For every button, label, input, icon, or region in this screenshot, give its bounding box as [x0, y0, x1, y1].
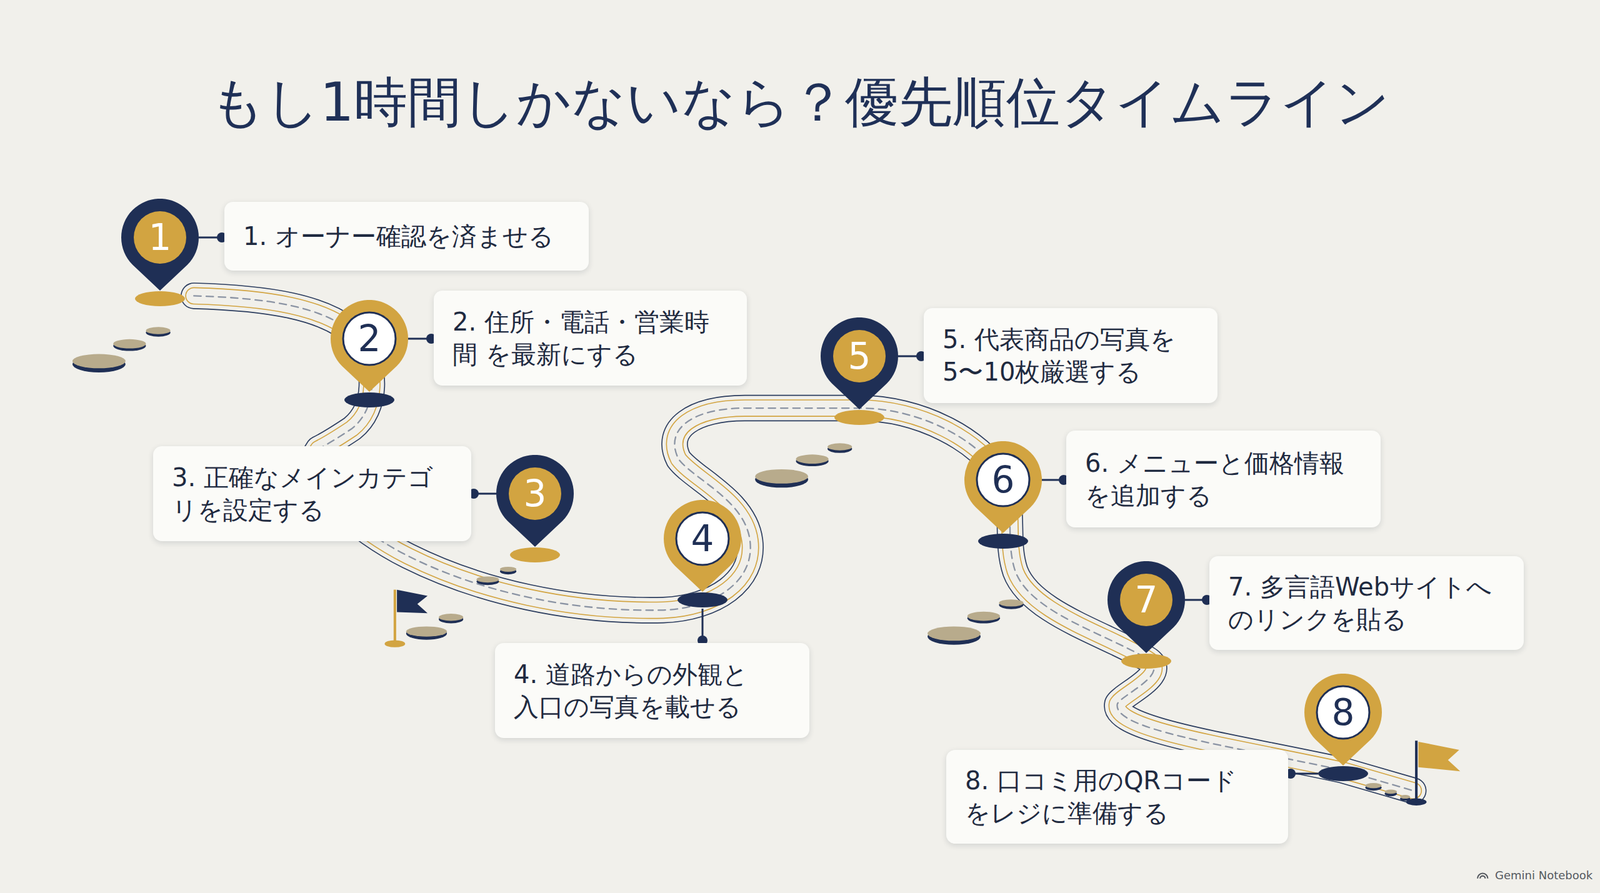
step-box: 4. 道路からの外観と 入口の写真を載せる	[495, 643, 810, 739]
pin-circle	[833, 330, 886, 383]
step-number: 7	[1120, 573, 1173, 627]
step-box: 5. 代表商品の写真を 5〜10枚厳選する	[923, 308, 1218, 404]
finish-flag	[1406, 740, 1461, 806]
step-box: 6. メニューと価格情報 を追加する	[1066, 430, 1381, 528]
watermark: Gemini Notebook	[1495, 868, 1593, 884]
step-number: 8	[1316, 686, 1370, 739]
step-box: 2. 住所・電話・営業時 間 を最新にする	[433, 290, 747, 386]
step-number: 1	[133, 211, 187, 264]
map-pin: 7	[1107, 561, 1185, 670]
map-pin: 2	[330, 300, 409, 409]
pin-circle	[976, 453, 1030, 507]
map-pin: 1	[121, 198, 199, 308]
step-text: 6. メニューと価格情報 を追加する	[1085, 446, 1365, 512]
step-box: 1. オーナー確認を済ませる	[224, 201, 589, 271]
map-pin: 5	[820, 317, 899, 427]
pin-body	[1304, 673, 1382, 766]
leader-line	[471, 493, 497, 495]
step-number: 6	[976, 453, 1030, 507]
diagram-title: もし1時間しかないなら？優先順位タイムライン	[0, 67, 1600, 137]
map-pin: 8	[1304, 673, 1382, 783]
pin-circle	[343, 312, 396, 365]
step-text: 4. 道路からの外観と 入口の写真を載せる	[513, 658, 794, 724]
pin-body	[964, 441, 1042, 534]
pin-shadow	[834, 410, 885, 425]
pin-circle	[1316, 686, 1370, 739]
step-text: 8. 口コミ用のQRコード をレジに準備する	[965, 764, 1272, 830]
leader-line	[198, 236, 225, 239]
step-text: 7. 多言語Webサイトへ のリンクを貼る	[1228, 570, 1508, 636]
pin-circle	[1120, 573, 1173, 627]
leader-line	[1041, 479, 1067, 482]
step-box: 8. 口コミ用のQRコード をレジに準備する	[946, 750, 1289, 844]
pin-shadow	[344, 392, 395, 408]
leader-line	[701, 608, 704, 644]
pin-body	[496, 455, 574, 547]
step-text: 3. 正確なメインカテゴ リを設定する	[171, 461, 455, 527]
pin-body	[121, 198, 199, 291]
pin-shadow	[135, 291, 185, 307]
leader-line	[898, 355, 924, 358]
step-text: 1. オーナー確認を済ませる	[243, 220, 554, 253]
map-pin: 4	[663, 500, 742, 609]
pin-body	[663, 500, 742, 592]
watermark-icon	[1477, 873, 1488, 879]
winding-road	[193, 295, 1414, 791]
pin-shadow	[1121, 653, 1172, 669]
pin-body	[1107, 561, 1185, 654]
leader-line	[1288, 773, 1319, 775]
step-number: 3	[508, 467, 562, 520]
map-pin: 6	[964, 441, 1042, 550]
pin-circle	[133, 211, 187, 264]
pin-body	[330, 300, 409, 392]
step-number: 4	[676, 512, 729, 565]
map-pin: 3	[496, 455, 574, 564]
step-number: 2	[343, 312, 396, 365]
start-flag	[385, 590, 429, 648]
step-text: 2. 住所・電話・営業時 間 を最新にする	[452, 305, 731, 371]
pin-body	[820, 317, 899, 410]
step-number: 5	[833, 330, 886, 383]
pin-circle	[508, 467, 562, 520]
pin-shadow	[1318, 766, 1369, 782]
pin-circle	[676, 512, 729, 565]
leader-line	[1185, 599, 1210, 602]
pin-shadow	[510, 547, 560, 563]
step-box: 7. 多言語Webサイトへ のリンクを貼る	[1209, 556, 1524, 650]
step-text: 5. 代表商品の写真を 5〜10枚厳選する	[942, 323, 1202, 389]
pin-shadow	[978, 533, 1029, 549]
pin-shadow	[677, 592, 728, 608]
leader-line	[408, 338, 434, 340]
step-box: 3. 正確なメインカテゴ リを設定する	[153, 446, 472, 542]
